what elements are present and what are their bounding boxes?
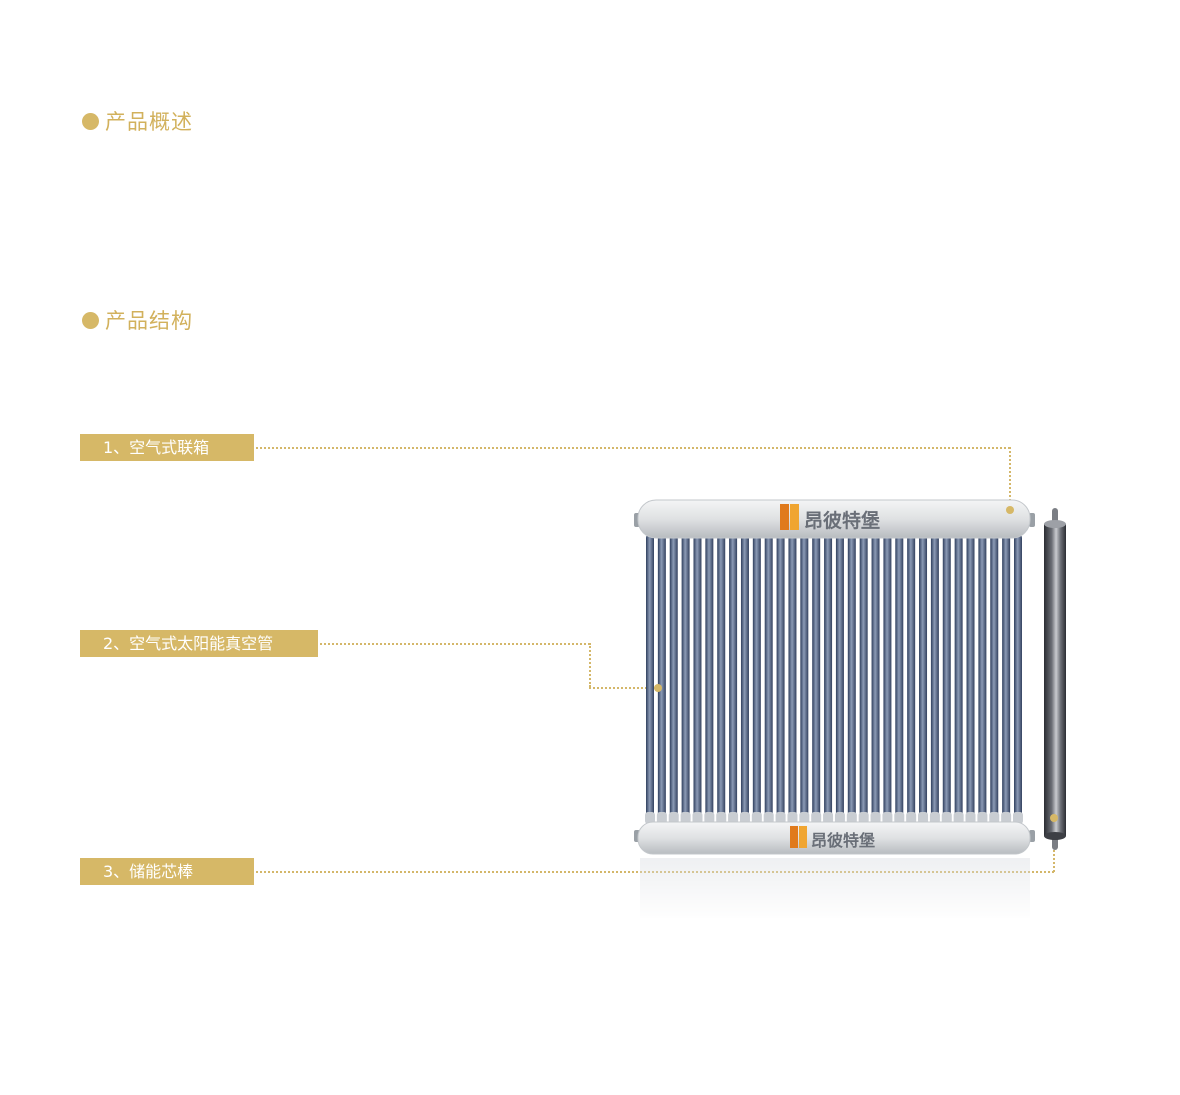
vacuum-tube <box>681 534 690 828</box>
vacuum-tube <box>942 534 951 828</box>
vacuum-tube <box>729 534 738 828</box>
callout-label: 1、空气式联箱 <box>103 438 210 457</box>
vacuum-tube-seal <box>858 812 869 824</box>
vacuum-tube-seal <box>870 812 881 824</box>
vacuum-tube-seal <box>1001 812 1012 824</box>
vacuum-tube-seal <box>989 812 1000 824</box>
section-title-structure: 产品结构 <box>82 305 193 335</box>
vacuum-tube <box>646 534 654 828</box>
vacuum-tube-seal <box>716 812 727 824</box>
bullet-dot-icon <box>82 311 99 329</box>
vacuum-tube-array <box>645 534 1023 828</box>
vacuum-tube <box>1002 534 1011 828</box>
vacuum-tube <box>978 534 987 828</box>
bullet-dot-icon <box>82 112 99 130</box>
vacuum-tube <box>871 534 880 828</box>
vacuum-tube-seal <box>894 812 905 824</box>
callout-pin-vacuum-tube <box>654 684 662 692</box>
vacuum-tube-seal <box>704 812 715 824</box>
vacuum-tube <box>717 534 726 828</box>
leader-line-vacuum-tube-end <box>589 687 655 689</box>
vacuum-tube <box>847 534 856 828</box>
vacuum-tube-seal <box>799 812 810 824</box>
brand-name-top: 昂彼特堡 <box>804 509 880 532</box>
vacuum-tube <box>1014 534 1022 828</box>
vacuum-tube-seal <box>775 812 786 824</box>
vacuum-tube <box>693 534 702 828</box>
vacuum-tube <box>883 534 892 828</box>
vacuum-tube-seal <box>977 812 988 824</box>
vacuum-tube <box>966 534 975 828</box>
callout-tag-vacuum-tube: 2、空气式太阳能真空管 <box>80 630 318 657</box>
vacuum-tube <box>824 534 833 828</box>
vacuum-tube <box>752 534 761 828</box>
vacuum-tube <box>705 534 714 828</box>
vacuum-tube-seal <box>668 812 679 824</box>
vacuum-tube-seal <box>846 812 857 824</box>
brand-logo-icon <box>780 504 799 530</box>
section-title-structure-text: 产品结构 <box>105 309 193 333</box>
vacuum-tube-seal <box>906 812 917 824</box>
callout-pin-header-box <box>1006 506 1014 514</box>
vacuum-tube <box>657 534 666 828</box>
vacuum-tube <box>919 534 928 828</box>
leader-line-vacuum-tube-drop <box>589 643 591 687</box>
vacuum-tube-seal <box>645 812 655 824</box>
leader-line-vacuum-tube <box>320 643 590 645</box>
vacuum-tube-seal <box>823 812 834 824</box>
section-title-overview-text: 产品概述 <box>105 110 193 134</box>
energy-core-rod-icon <box>1044 508 1066 850</box>
vacuum-tube <box>800 534 809 828</box>
callout-tag-core-rod: 3、储能芯棒 <box>80 858 254 885</box>
vacuum-tube <box>990 534 999 828</box>
vacuum-tube-seal <box>965 812 976 824</box>
leader-line-header-box-drop <box>1009 447 1011 509</box>
vacuum-tube-seal <box>680 812 691 824</box>
vacuum-tube-seal <box>941 812 952 824</box>
bottom-header-box-icon: 昂彼特堡 <box>634 821 1035 855</box>
vacuum-tube <box>788 534 797 828</box>
vacuum-tube <box>930 534 939 828</box>
vacuum-tube <box>669 534 678 828</box>
vacuum-tube-seal <box>739 812 750 824</box>
vacuum-tube-seal <box>751 812 762 824</box>
vacuum-tube <box>859 534 868 828</box>
vacuum-tube-seal <box>834 812 845 824</box>
vacuum-tube-seal <box>953 812 964 824</box>
leader-line-header-box <box>256 447 1010 449</box>
callout-label: 2、空气式太阳能真空管 <box>103 634 274 653</box>
vacuum-tube-seal <box>882 812 893 824</box>
vacuum-tube <box>907 534 916 828</box>
callout-pin-core-rod <box>1050 814 1058 822</box>
vacuum-tube <box>764 534 773 828</box>
vacuum-tube-seal <box>692 812 703 824</box>
vacuum-tube <box>895 534 904 828</box>
vacuum-tube <box>776 534 785 828</box>
callout-label: 3、储能芯棒 <box>103 862 194 881</box>
vacuum-tube-seal <box>763 812 774 824</box>
header-box-icon: 昂彼特堡 <box>634 499 1035 539</box>
vacuum-tube-seal <box>656 812 667 824</box>
brand-name-bottom: 昂彼特堡 <box>811 831 875 850</box>
product-reflection <box>640 858 1030 920</box>
vacuum-tube <box>740 534 749 828</box>
section-title-overview: 产品概述 <box>82 106 193 136</box>
vacuum-tube <box>954 534 963 828</box>
vacuum-tube <box>812 534 821 828</box>
vacuum-tube-seal <box>929 812 940 824</box>
vacuum-tube-seal <box>811 812 822 824</box>
vacuum-tube-seal <box>787 812 798 824</box>
callout-tag-header-box: 1、空气式联箱 <box>80 434 254 461</box>
vacuum-tube-seal <box>1013 812 1023 824</box>
vacuum-tube-seal <box>918 812 929 824</box>
vacuum-tube-seal <box>728 812 739 824</box>
vacuum-tube <box>835 534 844 828</box>
